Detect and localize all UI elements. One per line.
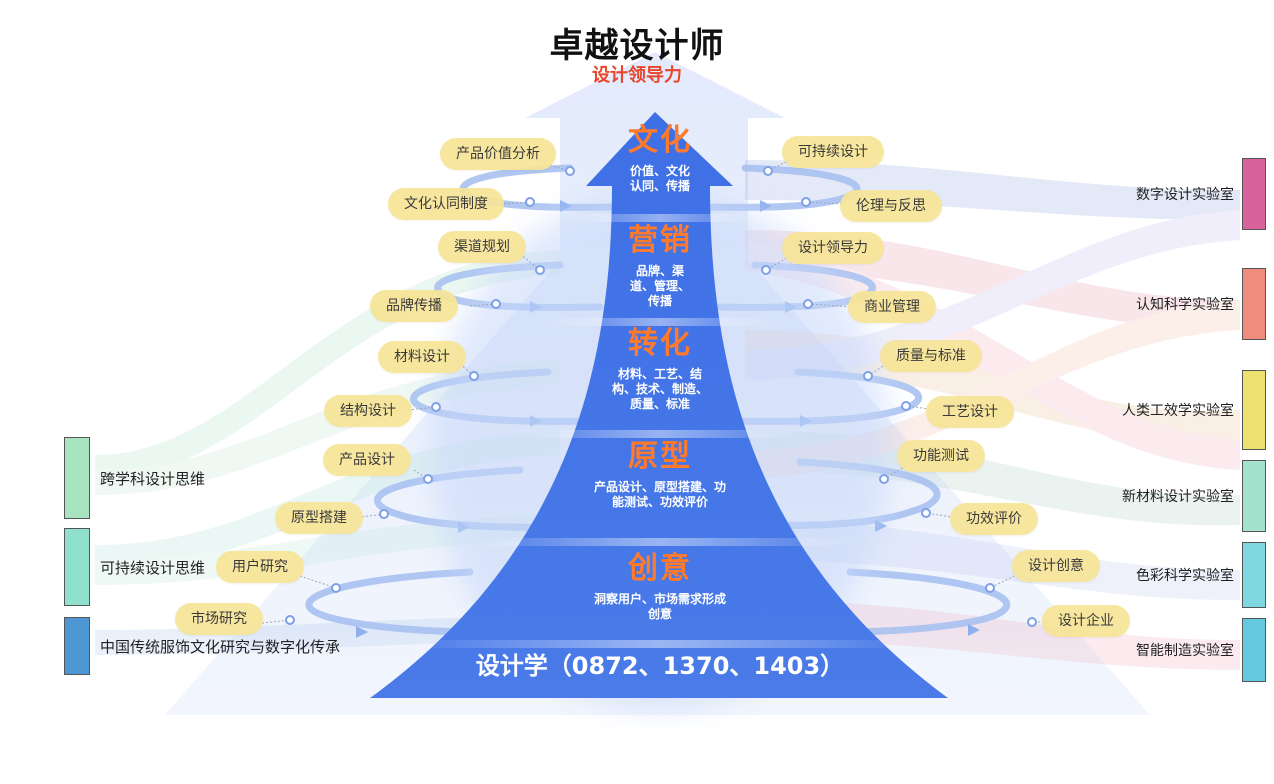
thinking-label: 中国传统服饰文化研究与数字化传承 [100, 637, 341, 656]
pill-function-testing: 功能测试 [897, 440, 985, 472]
stage-desc-line: 能测试、功效评价 [611, 495, 708, 509]
stage-name: 文化 [628, 123, 692, 158]
lab-label: 数字设计实验室 [1136, 187, 1234, 203]
lab-color-bar [1242, 542, 1266, 608]
stage-name: 创意 [628, 551, 692, 586]
lab-new-materials: 新材料设计实验室 [1122, 460, 1266, 532]
stage-desc: 品牌、渠 道、管理、 传播 [595, 264, 725, 309]
thinking-color-bar [64, 617, 90, 675]
stage-desc-line: 传播 [647, 294, 672, 308]
pill-user-research: 用户研究 [216, 551, 304, 583]
stage-desc-line: 创意 [647, 607, 672, 621]
lab-intelligent-manufacturing: 智能制造实验室 [1136, 618, 1266, 682]
stage-desc-line: 质量、标准 [629, 397, 690, 411]
stage-desc: 产品设计、原型搭建、功 能测试、功效评价 [560, 480, 760, 510]
pill-brand-communication: 品牌传播 [370, 290, 458, 322]
lab-ergonomics: 人类工效学实验室 [1122, 370, 1266, 450]
pill-cultural-identity-system: 文化认同制度 [388, 188, 504, 220]
stage-desc: 洞察用户、市场需求形成 创意 [550, 592, 770, 622]
lab-label: 新材料设计实验室 [1122, 489, 1234, 505]
stage-desc-line: 材料、工艺、结 [617, 367, 702, 381]
stage-desc-line: 品牌、渠 [635, 264, 684, 278]
pill-quality-standards: 质量与标准 [880, 340, 982, 372]
stage-desc-line: 洞察用户、市场需求形成 [593, 592, 726, 606]
lab-color-bar [1242, 460, 1266, 532]
stage-desc-line: 产品设计、原型搭建、功 [593, 480, 726, 494]
stage-desc-line: 价值、文化 [629, 164, 690, 178]
lab-color-bar [1242, 618, 1266, 682]
stage-marketing: 营销 品牌、渠 道、管理、 传播 [595, 222, 725, 309]
stage-desc: 价值、文化 认同、传播 [600, 164, 720, 194]
pill-structure-design: 结构设计 [324, 395, 412, 427]
lab-color-bar [1242, 158, 1266, 230]
thinking-sustainable: 可持续设计思维 [64, 528, 205, 606]
pill-business-management: 商业管理 [848, 291, 936, 323]
stage-creativity: 创意 洞察用户、市场需求形成 创意 [550, 550, 770, 622]
pill-material-design: 材料设计 [378, 341, 466, 373]
pill-design-enterprise: 设计企业 [1042, 605, 1130, 637]
ring-nodes [285, 166, 1037, 627]
page-subtitle: 设计领导力 [592, 65, 682, 86]
pill-sustainable-design: 可持续设计 [782, 136, 884, 168]
stage-name: 原型 [628, 439, 692, 474]
page-title: 卓越设计师 [549, 26, 725, 66]
lab-label: 智能制造实验室 [1136, 643, 1234, 659]
stage-culture: 文化 价值、文化 认同、传播 [600, 122, 720, 194]
stage-name: 转化 [628, 326, 692, 361]
pill-product-value-analysis: 产品价值分析 [440, 138, 556, 170]
stage-prototype: 原型 产品设计、原型搭建、功 能测试、功效评价 [560, 438, 760, 510]
lab-color-bar [1242, 268, 1266, 340]
stage-desc-line: 认同、传播 [629, 179, 690, 193]
lab-label: 人类工效学实验室 [1122, 403, 1234, 419]
stage-name: 营销 [628, 223, 692, 258]
pill-design-creativity: 设计创意 [1012, 550, 1100, 582]
thinking-label: 可持续设计思维 [100, 558, 206, 577]
pill-ethics-reflection: 伦理与反思 [840, 190, 942, 222]
stage-desc: 材料、工艺、结 构、技术、制造、 质量、标准 [585, 367, 735, 412]
lab-color-bar [1242, 370, 1266, 450]
pyramid-arrow [370, 112, 948, 698]
thinking-color-bar [64, 528, 90, 606]
stage-transformation: 转化 材料、工艺、结 构、技术、制造、 质量、标准 [585, 325, 735, 412]
pill-market-research: 市场研究 [175, 603, 263, 635]
thinking-interdisciplinary: 跨学科设计思维 [64, 437, 205, 519]
thinking-color-bar [64, 437, 90, 519]
lab-label: 色彩科学实验室 [1136, 568, 1234, 584]
pill-channel-planning: 渠道规划 [438, 231, 526, 263]
pill-prototype-building: 原型搭建 [275, 502, 363, 534]
stage-desc-line: 道、管理、 [629, 279, 690, 293]
pyramid-base-label: 设计学（0872、1370、1403） [475, 652, 845, 680]
thinking-traditional-costume: 中国传统服饰文化研究与数字化传承 [64, 617, 340, 675]
stage-desc-line: 构、技术、制造、 [611, 382, 708, 396]
lab-label: 认知科学实验室 [1136, 297, 1234, 313]
thinking-label: 跨学科设计思维 [100, 469, 206, 488]
pill-design-leadership: 设计领导力 [782, 232, 884, 264]
lab-color-science: 色彩科学实验室 [1136, 542, 1266, 608]
lab-cognitive-science: 认知科学实验室 [1136, 268, 1266, 340]
pill-process-design: 工艺设计 [926, 396, 1014, 428]
pill-product-design: 产品设计 [323, 444, 411, 476]
pill-efficacy-evaluation: 功效评价 [950, 503, 1038, 535]
lab-digital-design: 数字设计实验室 [1136, 158, 1266, 230]
stage-separators [400, 214, 920, 648]
